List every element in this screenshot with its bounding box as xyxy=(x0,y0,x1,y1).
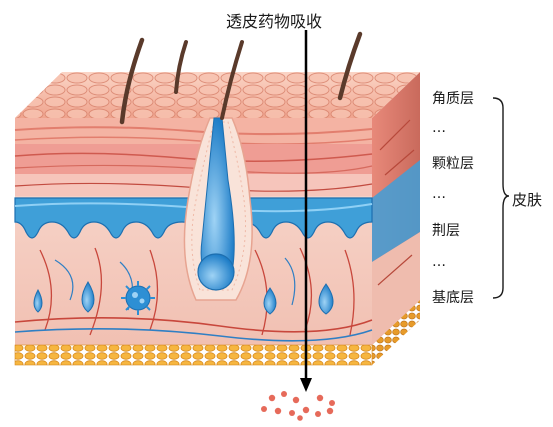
immune-cell xyxy=(121,281,155,315)
skin-bracket xyxy=(493,98,509,298)
absorbed-drug-dots xyxy=(261,391,335,421)
diagram-title: 透皮药物吸收 xyxy=(226,8,322,32)
label-stratum-corneum: 角质层 xyxy=(432,88,474,108)
stratum-corneum-top xyxy=(15,72,420,118)
label-spinous-layer: 荆层 xyxy=(432,220,460,240)
label-skin: 皮肤 xyxy=(512,189,542,210)
right-side-face xyxy=(372,72,420,365)
label-ellipsis-1: … xyxy=(432,120,446,136)
label-ellipsis-2: … xyxy=(432,186,446,202)
label-ellipsis-3: … xyxy=(432,254,446,270)
label-stratum-granulosum: 颗粒层 xyxy=(432,153,474,173)
label-stratum-basale: 基底层 xyxy=(432,287,474,307)
